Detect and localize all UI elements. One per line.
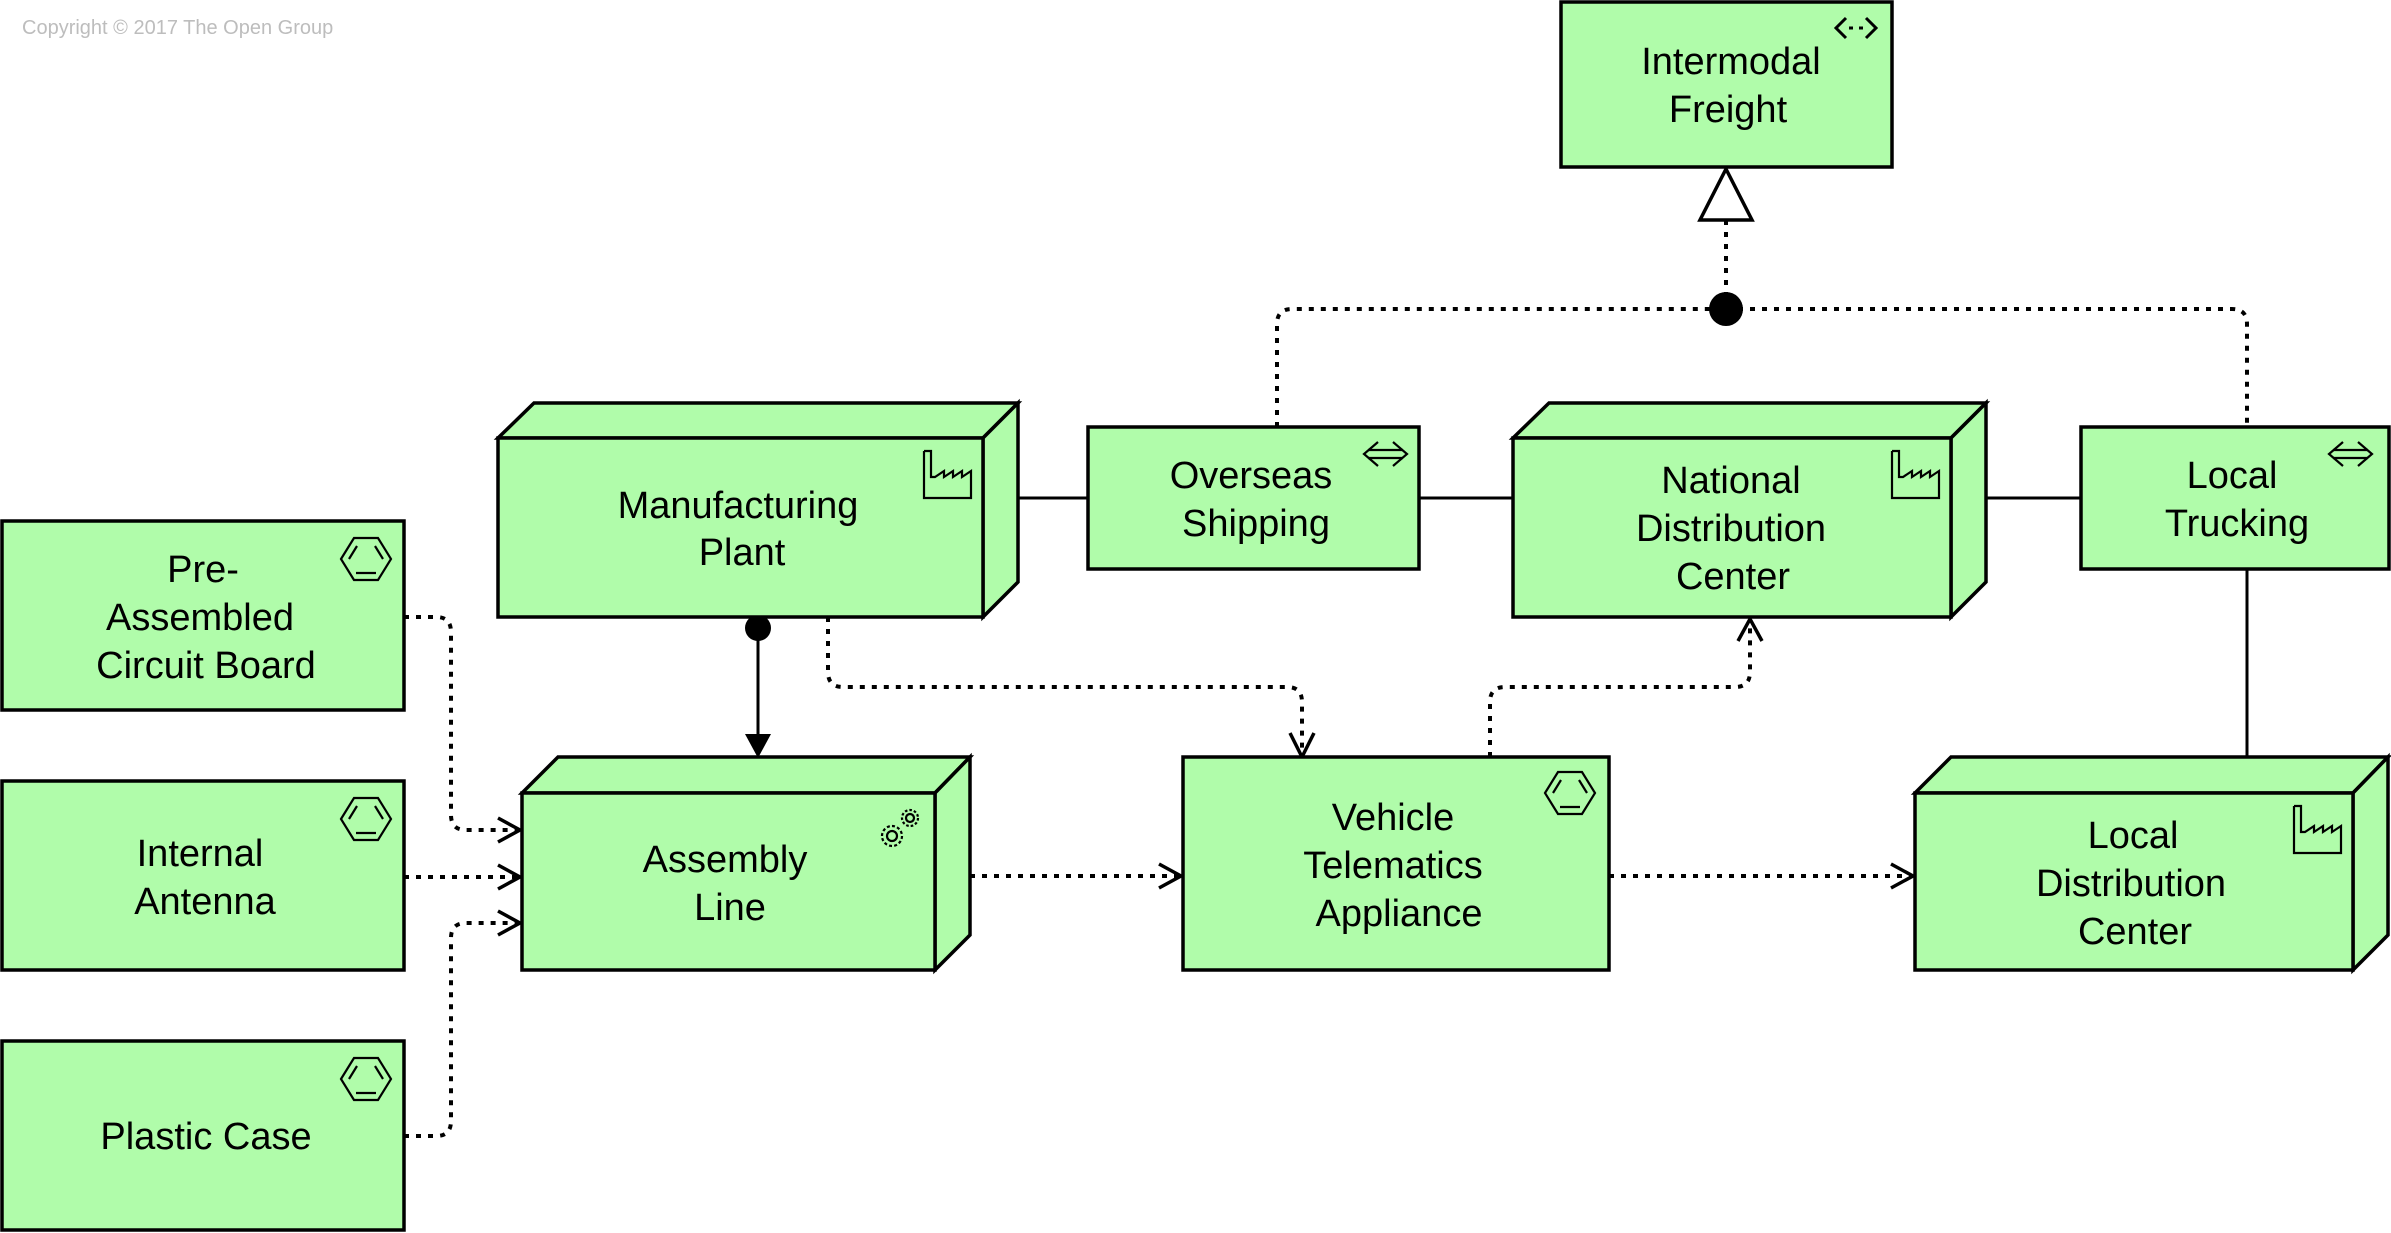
flow-plasticcase-assembly[interactable] <box>404 921 520 1138</box>
factory-icon <box>1890 449 1941 500</box>
element-manufacturing-plant[interactable]: Manufacturing Plant <box>493 398 1023 622</box>
flow-circuitboard-assembly[interactable] <box>404 615 520 832</box>
element-label: Circuit Board <box>96 645 316 687</box>
element-label: Telematics <box>1303 845 1483 887</box>
assignment-arrowhead <box>745 734 771 758</box>
element-label: National <box>1661 460 1800 502</box>
element-label: Overseas <box>1170 455 1333 497</box>
element-label: Center <box>1676 556 1790 598</box>
gears-icon <box>880 808 920 848</box>
material-hexagon-icon <box>339 796 393 842</box>
realization-arrowhead <box>1697 165 1755 222</box>
flow-arrowhead-national <box>1736 615 1764 642</box>
element-label: Line <box>694 887 766 929</box>
element-pre-assembled-circuit-board[interactable]: Pre- Assembled Circuit Board <box>0 519 406 712</box>
realization-line-local-trucking[interactable] <box>1726 307 2249 427</box>
element-label: Appliance <box>1316 893 1483 935</box>
element-label: Center <box>2078 911 2192 953</box>
material-hexagon-icon <box>339 536 393 582</box>
material-hexagon-icon <box>339 1056 393 1102</box>
element-internal-antenna[interactable]: Internal Antenna <box>0 779 406 972</box>
element-label: Shipping <box>1182 503 1330 545</box>
element-vehicle-telematics-appliance[interactable]: Vehicle Telematics Appliance <box>1181 755 1611 972</box>
element-local-distribution-center[interactable]: Local Distribution Center <box>1910 752 2391 975</box>
element-label: Intermodal <box>1641 41 1821 83</box>
element-label: Internal <box>137 833 264 875</box>
element-assembly-line[interactable]: Assembly Line <box>517 752 975 975</box>
element-label: Plant <box>699 532 786 574</box>
element-label: Assembly <box>643 839 808 881</box>
element-local-trucking[interactable]: Local Trucking <box>2079 425 2391 571</box>
element-label: Assembled <box>106 597 294 639</box>
connections <box>404 165 2249 1138</box>
flow-arrowhead-plasticcase <box>497 909 524 937</box>
factory-icon <box>2292 804 2343 855</box>
element-label: Distribution <box>2036 863 2226 905</box>
path-icon <box>1833 16 1879 40</box>
element-label: Local <box>2187 455 2278 497</box>
flow-plant-telematics[interactable] <box>826 617 1304 755</box>
element-label: Manufacturing <box>618 485 859 527</box>
flow-arrowhead-localdc <box>1890 862 1917 890</box>
element-label: Trucking <box>2165 503 2309 545</box>
flow-arrowhead-circuitboard <box>497 816 524 844</box>
junction-dot <box>1709 292 1743 326</box>
flow-telematics-national[interactable] <box>1488 619 1752 757</box>
bidirectional-arrow-icon <box>1362 441 1409 467</box>
copyright-notice: Copyright © 2017 The Open Group <box>22 17 334 39</box>
element-label: Plastic Case <box>100 1116 311 1158</box>
element-national-distribution-center[interactable]: National Distribution Center <box>1508 398 1991 622</box>
element-label: Antenna <box>134 881 276 923</box>
bidirectional-arrow-icon <box>2327 441 2374 467</box>
element-label: Freight <box>1669 89 1788 131</box>
element-intermodal-freight[interactable]: Intermodal Freight <box>1559 0 1894 169</box>
flow-arrowhead-telematics-left <box>1158 862 1185 890</box>
flow-arrowhead-antenna <box>497 863 524 891</box>
element-label: Distribution <box>1636 508 1826 550</box>
material-hexagon-icon <box>1543 770 1597 816</box>
factory-icon <box>922 449 973 500</box>
element-label: Vehicle <box>1332 797 1455 839</box>
element-label: Local <box>2088 815 2179 857</box>
element-overseas-shipping[interactable]: Overseas Shipping <box>1086 425 1421 571</box>
element-label: Pre- <box>167 549 239 591</box>
element-plastic-case[interactable]: Plastic Case <box>0 1039 406 1232</box>
